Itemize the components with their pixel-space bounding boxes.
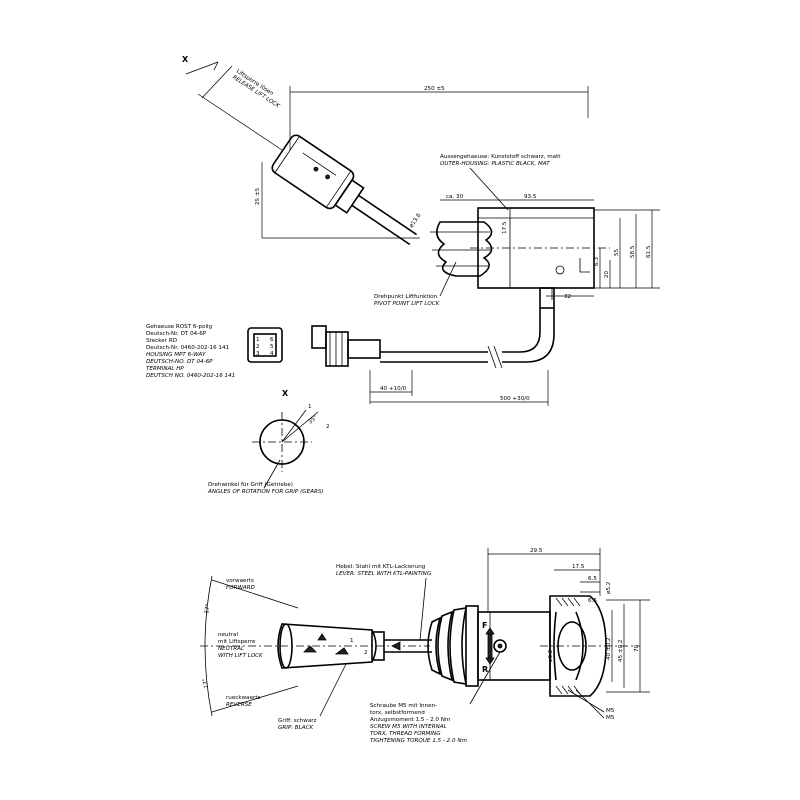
dim-ca30: ca. 30	[446, 194, 464, 200]
forward-de: vorwaerts	[226, 578, 254, 584]
rotation-x-label: X	[282, 389, 289, 398]
dim-13-6: ø13.6	[409, 212, 423, 229]
dim-17-5-top: 17.5	[502, 221, 508, 234]
dim-40-bottom: 40 ±0.2	[606, 638, 612, 660]
svg-text:5: 5	[270, 344, 274, 350]
dim-500: 500 +30/0	[500, 396, 530, 402]
rotation-mark-1: 1	[308, 404, 312, 410]
angle-17-bot: 17°	[202, 678, 210, 689]
neutral-de: neutral	[218, 632, 238, 638]
dim-55: 55	[614, 248, 620, 256]
dim-6-3: 6.3	[594, 257, 600, 266]
connector-spec: Gehaeuse ROST 6-polig Deutsch-Nr. DT 04-…	[146, 324, 235, 379]
svg-text:Stecker RD: Stecker RD	[146, 338, 177, 344]
bellows-bottom	[427, 605, 479, 687]
dim-250: 250 ±5	[424, 86, 445, 92]
dim-6-5-a: 6.5	[588, 576, 597, 582]
grip-bottom: 1 2	[277, 623, 385, 669]
lift-lock-en: WITH LIFT LOCK	[218, 653, 264, 659]
svg-text:Deutsch-Nr. 0460-202-16 141: Deutsch-Nr. 0460-202-16 141	[146, 345, 230, 351]
grip-angled	[271, 134, 417, 246]
svg-text:TERMINAL HP: TERMINAL HP	[146, 366, 184, 372]
dim-29-5: 29.5	[530, 548, 543, 554]
dim-45: 45 ±0.2	[618, 640, 624, 662]
connector-plug-side	[311, 325, 381, 367]
svg-text:Gehaeuse ROST 6-polig: Gehaeuse ROST 6-polig	[146, 324, 213, 330]
switch-housing-bottom: F R	[477, 611, 551, 681]
forward-marker: F	[482, 621, 487, 630]
rotation-caption-en: ANGLES OF ROTATION FOR GRIP (GEARS)	[207, 489, 324, 495]
reverse-en: REVERSE	[226, 702, 252, 708]
screw-en-2: TORX, THREAD FORMING	[370, 731, 441, 737]
m5-b: M5	[606, 715, 615, 721]
screw-de-2: torx, selbstformend	[370, 710, 425, 716]
bottom-view: vorwaerts FORWARD neutral mit Liftsperre…	[200, 548, 650, 744]
gear-1: 1	[350, 638, 354, 644]
rotation-view: X 1 2 35° Drehwinkel für Griff (Getriebe…	[207, 389, 330, 495]
pivot-de: Drehpunkt Liftfunktion	[374, 294, 438, 300]
lift-lock-label: Liftsperre lösen RELEASE LIFT LOCK	[231, 69, 281, 111]
grip-de: Griff: schwarz	[278, 718, 317, 724]
lever-de: Hebel: Stahl mit KTL-Lackierung	[336, 564, 426, 570]
screw-en-3: TIGHTENING TORQUE 1.5 - 2.0 Nm	[370, 738, 468, 744]
svg-text:HOUSING MPT 6-WAY: HOUSING MPT 6-WAY	[146, 352, 206, 358]
lift-lock-de: mit Liftsperre	[218, 639, 256, 645]
dim-6-2: ø6.2	[548, 650, 554, 662]
top-view: X Liftsperre lösen RELEASE LIFT LOCK	[146, 55, 660, 406]
svg-text:DEUTSCH NO. 0460-202-16 141: DEUTSCH NO. 0460-202-16 141	[146, 373, 235, 379]
dim-70: 70	[634, 644, 640, 652]
svg-text:DEUTSCH-NO. DT 04-6P: DEUTSCH-NO. DT 04-6P	[146, 359, 213, 365]
mounting-flange	[540, 595, 640, 697]
grip-en: GRIP: BLACK	[278, 725, 314, 731]
dim-40-cable: 40 +10/0	[380, 386, 407, 392]
dim-93-5: 93.5	[524, 194, 537, 200]
pivot-en: PIVOT POINT LIFT LOCK	[374, 301, 441, 307]
switch-housing-top	[470, 207, 610, 300]
gear-2: 2	[364, 650, 368, 656]
dim-58-5: 58.5	[630, 245, 636, 258]
lever-en: LEVER: STEEL WITH KTL-PAINTING	[336, 571, 432, 577]
dim-32: 32	[564, 294, 571, 300]
connector-face: 1 6 2 5 3 4	[247, 327, 283, 363]
cable-outlet	[502, 287, 555, 363]
svg-text:3: 3	[256, 351, 260, 357]
rotation-mark-2: 2	[326, 424, 330, 430]
outer-housing-en: OUTER-HOUSING: PLASTIC BLACK, MAT	[440, 161, 550, 167]
dim-5-2: ø5.2	[606, 582, 612, 594]
rotation-angle: 35°	[307, 414, 319, 425]
neutral-en: NEUTRAL	[218, 646, 244, 652]
screw-en-1: SCREW M5 WITH INTERNAL	[370, 724, 447, 730]
dim-20: 20	[604, 270, 610, 278]
m5-a: M5	[606, 708, 615, 714]
outer-housing-de: Aussengehaeuse: Kunststoff schwarz, matt	[440, 154, 561, 160]
screw-de-1: Schraube M5 mit Innen-	[370, 703, 437, 709]
dim-6-5-b: 6.5	[588, 598, 597, 604]
dim-17-5-bottom: 17.5	[572, 564, 585, 570]
angle-17-top: 17°	[204, 603, 212, 614]
dim-61-5: 61.5	[646, 245, 652, 258]
forward-en: FORWARD	[226, 585, 255, 591]
svg-text:2: 2	[256, 344, 260, 350]
bellows	[430, 221, 493, 277]
reverse-de: rueckwaerts	[226, 695, 261, 701]
dim-25: 25 ±5	[255, 187, 261, 205]
svg-text:Deutsch-Nr. DT 04-6P: Deutsch-Nr. DT 04-6P	[146, 331, 207, 337]
screw-de-3: Anzugsmoment 1.5 - 2.0 Nm	[370, 717, 450, 723]
rotation-caption-de: Drehwinkel für Griff (Getriebe)	[208, 482, 293, 488]
svg-text:1: 1	[256, 337, 260, 343]
svg-text:6: 6	[270, 337, 274, 343]
view-x-label: X	[182, 55, 189, 64]
reverse-marker: R	[482, 665, 488, 674]
svg-text:4: 4	[270, 351, 274, 357]
